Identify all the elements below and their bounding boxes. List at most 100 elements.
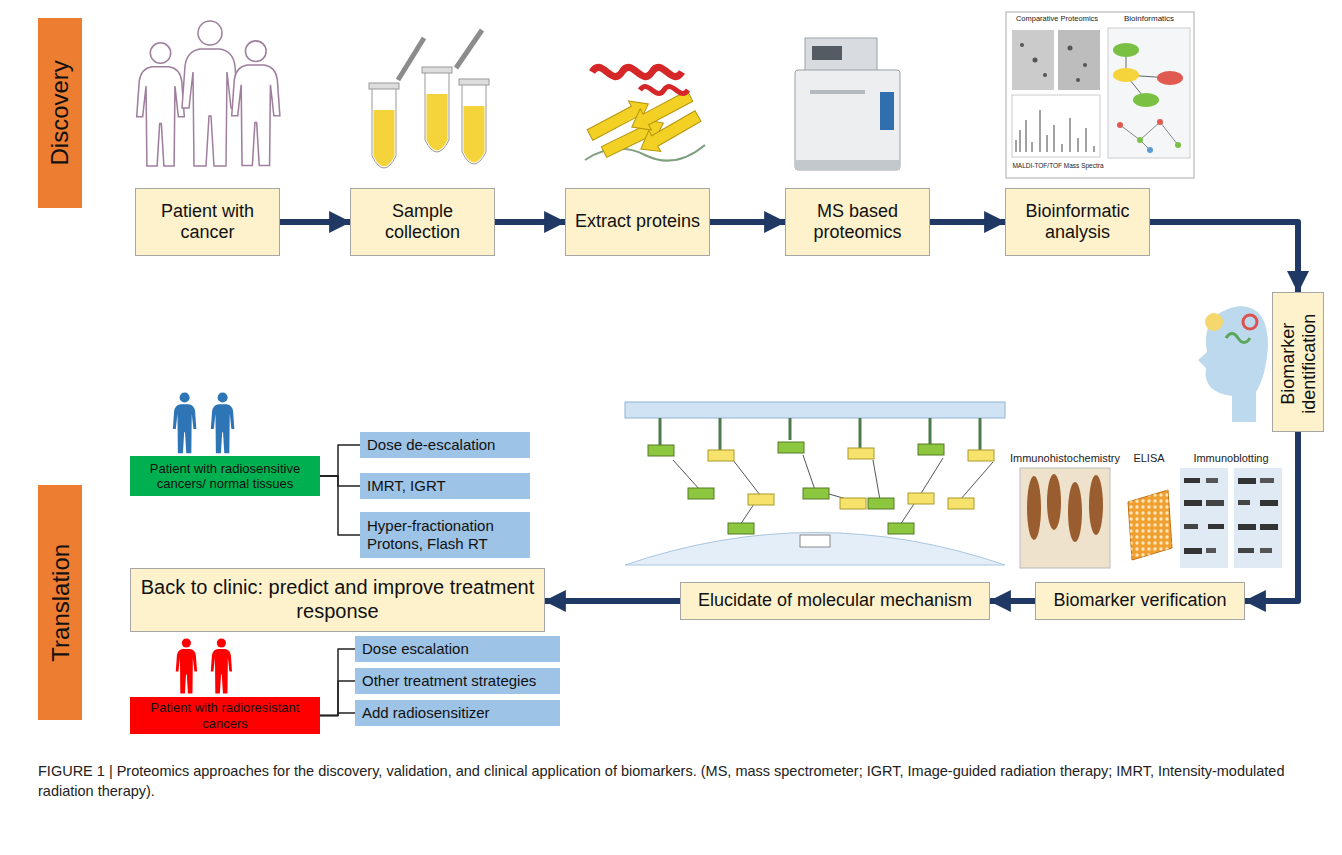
immunohistochemistry-image: [1047, 474, 1061, 530]
process-box: Sample collection: [350, 188, 495, 256]
node-text: Back to clinic: predict and improve trea…: [139, 576, 536, 623]
immunohistochemistry-image: [1020, 468, 1110, 568]
immunohistochemistry-image: [1068, 482, 1082, 542]
bioinformatics-panel: [1117, 122, 1123, 128]
bracket-line: [320, 476, 360, 486]
mass-spectrometer: [880, 92, 894, 130]
sample-tubes: [456, 30, 482, 68]
bioinformatics-panel: [1083, 63, 1087, 67]
patient-figures: [182, 21, 238, 166]
flow-arrow: [930, 219, 1005, 225]
pathway-diagram: [908, 493, 934, 504]
bioinformatics-panel: [1076, 78, 1080, 82]
bracket-line: [320, 649, 355, 716]
pathway-diagram: [648, 445, 674, 456]
bioinformatics-panel: [1068, 46, 1073, 51]
mass-spectrometer: [795, 160, 900, 170]
immunoblot-image: [1206, 478, 1218, 483]
node-text: Translation: [46, 492, 74, 713]
protein-structure: [584, 67, 705, 162]
pathway-diagram: [688, 488, 714, 499]
bioinformatics-panel: [1108, 28, 1190, 158]
pathway-diagram: [848, 448, 874, 459]
option-box: Add radiosensitizer: [355, 700, 560, 726]
node-text: Biomarker verification: [1053, 590, 1226, 611]
pathway-diagram: [948, 498, 974, 509]
process-box: Extract proteins: [565, 188, 710, 256]
pathway-diagram: [800, 535, 830, 547]
bioinformatics-panel: [1016, 110, 1094, 152]
option-box: Dose de-escalation: [360, 432, 530, 458]
flow-arrow: [990, 598, 1035, 604]
image-label: Immunohistochemistry: [1005, 452, 1125, 464]
image-label: MALDI-TOF/TOF Mass Spectra: [1008, 162, 1108, 169]
mass-spectrometer: [805, 38, 877, 72]
node-text: Sample collection: [357, 201, 488, 243]
sample-tubes: [425, 72, 449, 152]
sample-tubes: [462, 84, 486, 164]
pathway-diagram: [888, 523, 914, 534]
protein-structure: [635, 106, 704, 160]
sample-tubes: [398, 38, 424, 80]
node-text: Dose de-escalation: [367, 436, 495, 454]
option-box: Hyper-fractionation Protons, Flash RT: [360, 512, 530, 558]
process-box: Patient with cancer: [135, 188, 280, 256]
sample-tubes: [422, 67, 452, 152]
node-text: Discovery: [46, 25, 74, 201]
immunoblot-image: [1180, 468, 1228, 568]
immunoblot-image: [1184, 478, 1200, 483]
process-box: Elucidate of molecular mechanism: [680, 582, 990, 620]
pathway-diagram: [868, 498, 894, 509]
image-label: ELISA: [1124, 452, 1174, 464]
immunohistochemistry-image: [1020, 468, 1110, 568]
node-text: Add radiosensitizer: [362, 704, 490, 722]
immunohistochemistry-image: [1089, 475, 1103, 535]
patient-figures: [137, 43, 185, 166]
bioinformatics-panel: [1120, 122, 1178, 150]
sample-tubes: [464, 106, 485, 163]
mass-spectrometer: [795, 70, 900, 170]
immunoblot-image: [1184, 500, 1202, 506]
pathway-diagram: [708, 450, 734, 461]
node-text: MS based proteomics: [792, 201, 923, 243]
node-text: Patient with radioresistant cancers: [136, 700, 314, 731]
immunoblot-image: [1260, 548, 1272, 553]
biomarker-head-icon: [1226, 334, 1250, 343]
immunoblot-image: [1238, 500, 1250, 505]
radioresistant-patients: [176, 638, 197, 693]
sample-tubes: [422, 67, 452, 73]
bioinformatics-panel: [1012, 95, 1100, 157]
immunoblot-image: [1260, 500, 1278, 506]
patient-figures: [137, 21, 280, 166]
option-box: IMRT, IGRT: [360, 473, 530, 499]
bioinformatics-panel: [1012, 30, 1054, 90]
pathway-diagram: [728, 523, 754, 534]
node-text: Elucidate of molecular mechanism: [698, 590, 972, 611]
patient-group-label: Patient with radiosensitive cancers/ nor…: [130, 456, 320, 496]
bioinformatics-panel: [1157, 71, 1183, 85]
sample-tubes: [374, 110, 395, 167]
elisa-plate: [1128, 490, 1172, 560]
pathway-diagram: [778, 442, 804, 453]
bioinformatics-panel: [1137, 137, 1143, 143]
pathway-diagram: [673, 455, 993, 525]
bioinformatics-panel: [1033, 58, 1038, 63]
node-text: Biomarker identification: [1278, 300, 1319, 426]
bioinformatics-panel: [1113, 68, 1139, 82]
sample-tubes: [372, 88, 396, 168]
immunoblot-image: [1260, 524, 1278, 530]
bracket-line: [320, 681, 355, 716]
bioinformatics-panel: [1020, 43, 1024, 47]
flow-arrow: [710, 219, 785, 225]
node-text: Patient with cancer: [142, 201, 273, 243]
node-text: Other treatment strategies: [362, 672, 536, 690]
biomarker-head-icon: [1198, 306, 1268, 422]
flow-arrow: [1150, 222, 1298, 292]
bioinformatics-panel: [1058, 30, 1100, 90]
node-text: Hyper-fractionation Protons, Flash RT: [367, 517, 523, 552]
bioinformatics-panel: [1113, 43, 1139, 57]
option-box: Other treatment strategies: [355, 668, 560, 694]
mass-spectrometer: [810, 90, 865, 94]
bioinformatics-panel: [1043, 73, 1047, 77]
